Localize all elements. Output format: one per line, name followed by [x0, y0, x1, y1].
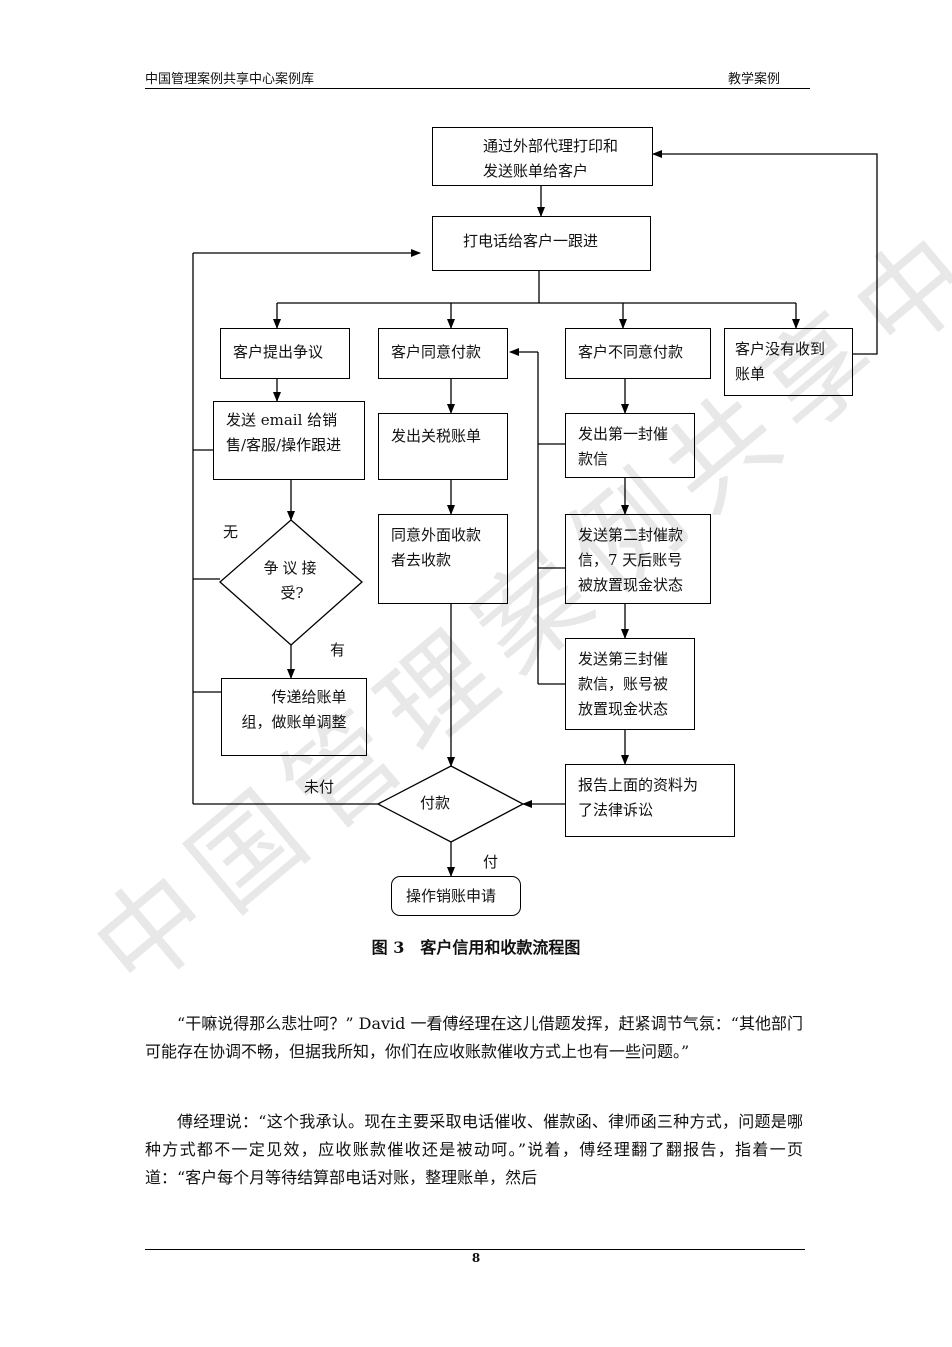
first-letter-box: 发出第一封催 款信: [565, 413, 695, 478]
third-letter-line1: 发送第三封催: [578, 650, 669, 668]
customer-disagree-box: 客户不同意付款: [565, 328, 711, 379]
customer-dispute-label: 客户提出争议: [233, 343, 324, 361]
customer-disagree-label: 客户不同意付款: [578, 343, 684, 361]
first-letter-line2: 款信: [578, 450, 609, 468]
figure-caption: 图 3 客户信用和收款流程图: [371, 938, 581, 957]
header-left: 中国管理案例共享中心案例库: [145, 72, 315, 87]
write-off-box: 操作销账申请: [391, 876, 521, 916]
send-email-box: 发送 email 给销 售/客服/操作跟进: [213, 401, 365, 480]
payment-decision-shape: [376, 765, 525, 843]
not-received-line1: 客户没有收到: [735, 340, 826, 358]
customer-agree-label: 客户同意付款: [391, 343, 482, 361]
dispute-decision-shape: [219, 519, 363, 646]
third-letter-line2: 款信，账号被: [578, 675, 669, 693]
footer-rule: [145, 1249, 805, 1250]
outside-collector-line2: 者去收款: [391, 551, 452, 569]
outside-collector-line1: 同意外面收款: [391, 526, 482, 544]
customer-agree-box: 客户同意付款: [378, 328, 508, 379]
print-send-line1: 通过外部代理打印和: [483, 137, 619, 155]
first-letter-line1: 发出第一封催: [578, 425, 669, 443]
payment-decision-text: 付款: [420, 794, 451, 812]
call-customer-box: 打电话给客户一跟进: [432, 216, 651, 271]
call-customer-label: 打电话给客户一跟进: [463, 232, 599, 250]
second-letter-line3: 被放置现金状态: [578, 576, 684, 594]
page-number: 8: [471, 1251, 481, 1265]
paragraph-2: 傅经理说：“这个我承认。现在主要采取电话催收、催款函、律师函三种方式，问题是哪种…: [145, 1112, 803, 1187]
third-letter-line3: 放置现金状态: [578, 700, 669, 718]
print-send-line2: 发送账单给客户: [483, 162, 589, 180]
outside-collector-box: 同意外面收款 者去收款: [378, 514, 508, 604]
send-email-line1: 发送 email 给销: [226, 411, 338, 429]
dispute-decision-line1: 争议接: [263, 559, 321, 577]
send-email-line2: 售/客服/操作跟进: [226, 436, 342, 454]
paragraph-1: “干嘛说得那么悲壮呵？” David 一看傅经理在这儿借题发挥，赶紧调节气氛：“…: [145, 1014, 803, 1061]
second-letter-box: 发送第二封催款 信，7 天后账号 被放置现金状态: [565, 514, 711, 604]
pass-billing-box: 传递给账单 组，做账单调整: [221, 678, 367, 756]
second-letter-line1: 发送第二封催款: [578, 526, 684, 544]
page-header: 中国管理案例共享中心案例库 教学案例: [145, 68, 810, 89]
legal-box: 报告上面的资料为 了法律诉讼: [565, 764, 735, 837]
not-received-line2: 账单: [735, 365, 766, 383]
label-paid: 付: [483, 853, 499, 871]
legal-line1: 报告上面的资料为: [578, 776, 699, 794]
label-no: 无: [223, 523, 239, 541]
tax-bill-label: 发出关税账单: [391, 427, 482, 445]
dispute-decision-text: 争议接 受?: [255, 556, 329, 606]
dispute-decision-line2: 受?: [280, 584, 304, 602]
not-received-box: 客户没有收到 账单: [724, 328, 853, 396]
tax-bill-box: 发出关税账单: [378, 413, 508, 480]
flowchart-connectors: [192, 150, 878, 877]
pass-billing-line1: 传递给账单: [271, 688, 347, 706]
print-send-bill-box: 通过外部代理打印和 发送账单给客户: [432, 127, 653, 186]
second-letter-line2: 信，7 天后账号: [578, 551, 683, 569]
pass-billing-line2: 组，做账单调整: [241, 713, 347, 731]
legal-line2: 了法律诉讼: [578, 801, 654, 819]
customer-dispute-box: 客户提出争议: [220, 328, 350, 379]
label-yes: 有: [330, 641, 346, 659]
third-letter-box: 发送第三封催 款信，账号被 放置现金状态: [565, 638, 695, 730]
label-unpaid: 未付: [304, 778, 335, 796]
write-off-label: 操作销账申请: [406, 887, 497, 905]
header-right: 教学案例: [727, 72, 780, 87]
